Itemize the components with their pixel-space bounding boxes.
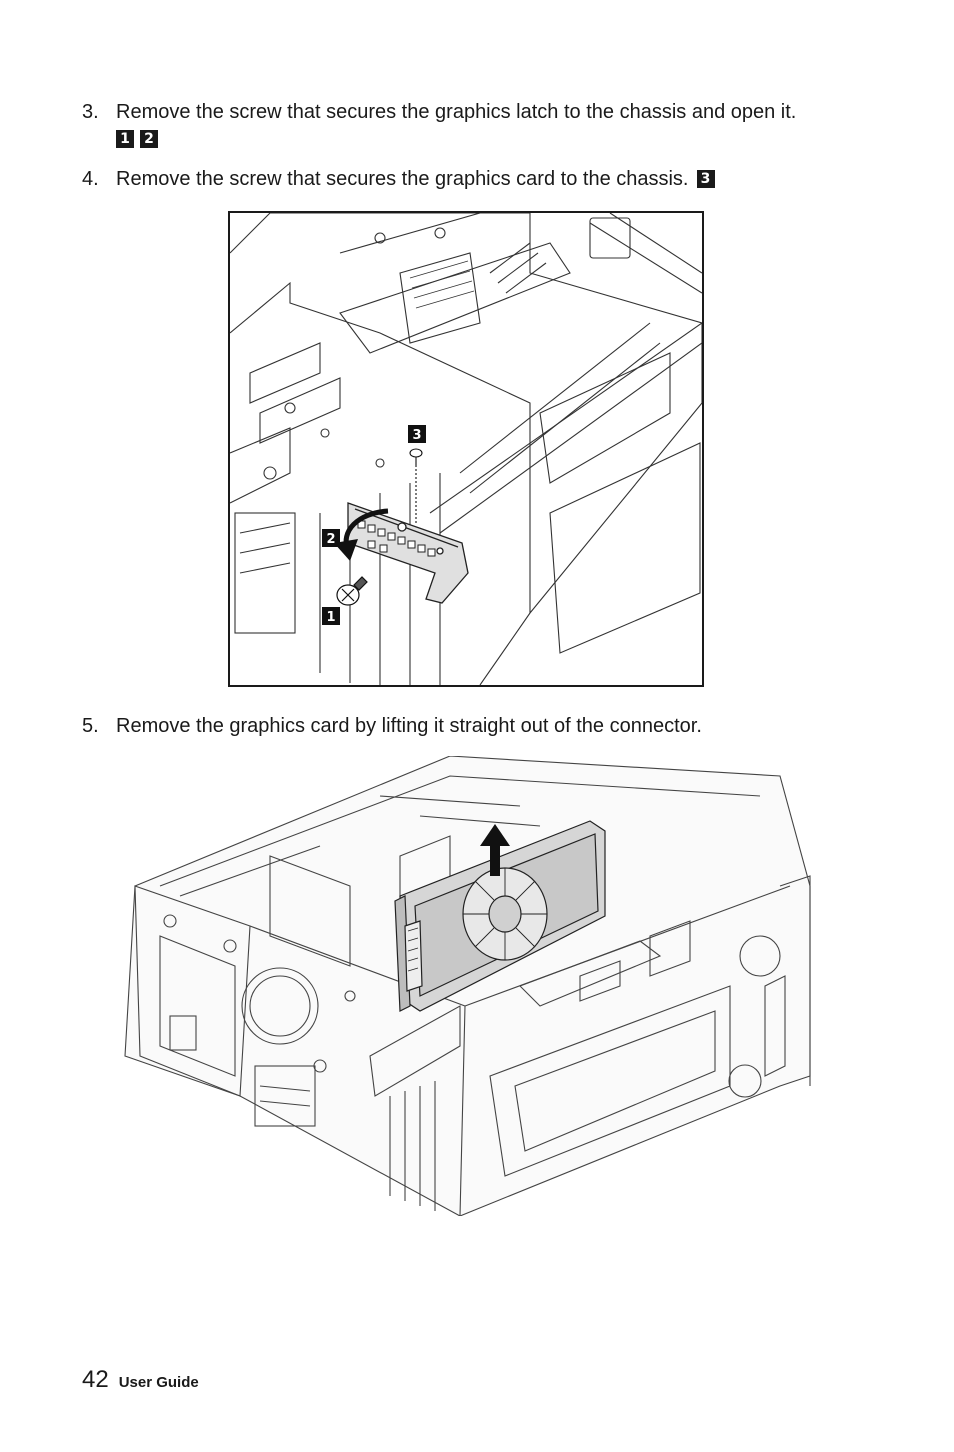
callout-badge-2: 2 [140,130,158,148]
step-text: Remove the graphics card by lifting it s… [116,715,702,737]
svg-text:2: 2 [326,532,335,547]
step-number: 3. [82,101,99,123]
page-number: 42 [82,1366,109,1393]
figure-callout-3: 3 [408,425,426,443]
step-text: Remove the screw that secures the graphi… [116,166,715,192]
step-text-content: Remove the screw that secures the graphi… [116,168,689,190]
step-text: Remove the screw that secures the graphi… [116,101,797,123]
callout-badge-3: 3 [696,170,715,188]
callout-badge-1: 1 [116,130,134,148]
figure-callout-2: 2 [322,529,340,547]
footer-label: User Guide [118,1374,199,1391]
step-number: 5. [82,715,99,737]
page-footer: 42 User Guide [82,1366,199,1394]
figure-callout-1: 1 [322,607,340,625]
svg-text:3: 3 [412,428,421,443]
svg-text:1: 1 [326,610,335,625]
step-number: 4. [82,168,99,190]
computer-case-illustration [124,755,811,1217]
figure-latch-removal: 1 2 3 [228,211,704,687]
chassis-interior-illustration: 1 2 3 [230,213,702,685]
figure-graphics-card-removal [120,755,820,1217]
